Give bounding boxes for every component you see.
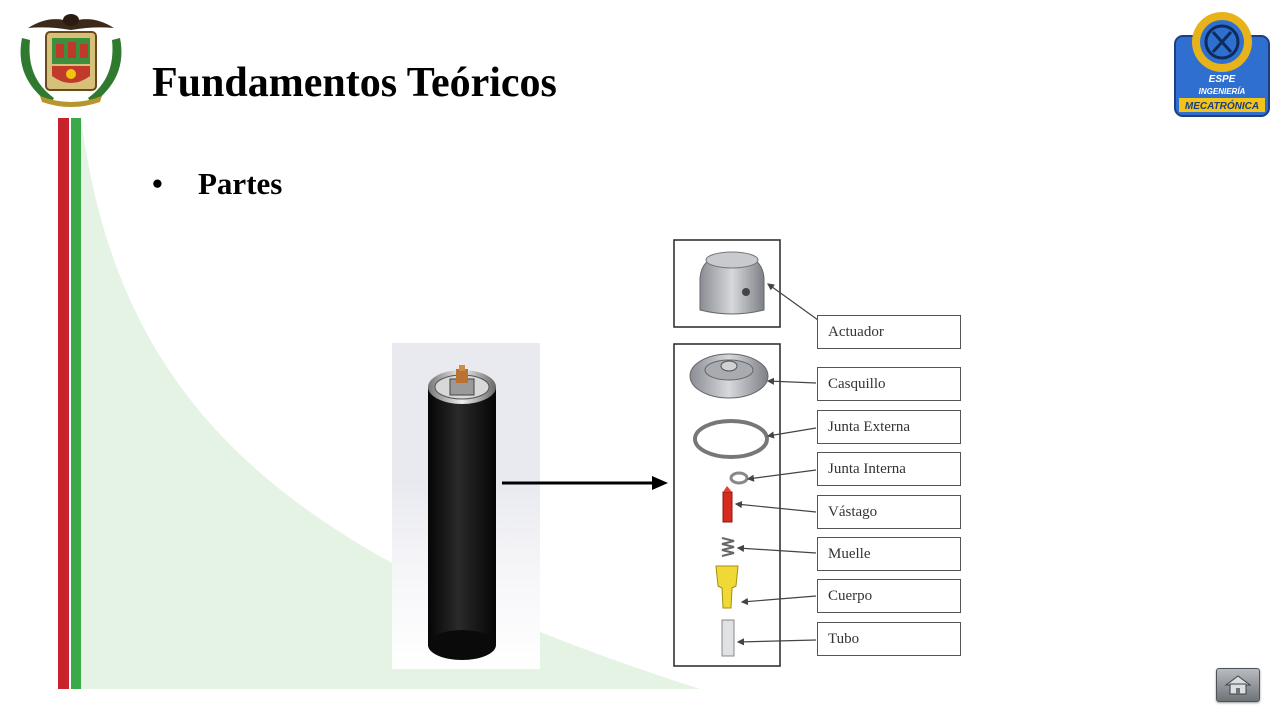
part-label-vastago: Vástago [817, 495, 961, 529]
white-stripe [69, 118, 71, 689]
espe-mecatronica-logo: ESPE INGENIERÍA MECATRÓNICA [1174, 12, 1270, 117]
bullet-dot: • [152, 166, 163, 201]
part-label-tubo: Tubo [817, 622, 961, 656]
part-label-casquillo: Casquillo [817, 367, 961, 401]
parts-diagram: Actuador Casquillo Junta Externa Junta I… [668, 236, 968, 668]
home-button[interactable] [1216, 668, 1260, 702]
part-label-junta-interna: Junta Interna [817, 452, 961, 486]
page-title: Fundamentos Teóricos [152, 60, 557, 106]
logo-text-ingenieria: INGENIERÍA [1199, 87, 1246, 96]
bullet-text: Partes [198, 166, 283, 201]
red-stripe [58, 118, 69, 689]
home-icon [1224, 675, 1252, 695]
aerosol-can-image [392, 343, 540, 669]
part-label-actuador: Actuador [817, 315, 961, 349]
bullet-item: • Partes [152, 166, 282, 202]
part-label-junta-externa: Junta Externa [817, 410, 961, 444]
logo-text-espe: ESPE [1209, 74, 1236, 85]
part-label-cuerpo: Cuerpo [817, 579, 961, 613]
coat-of-arms-logo [20, 14, 122, 107]
logo-text-mecatronica: MECATRÓNICA [1185, 99, 1259, 112]
arrow-icon [502, 476, 668, 490]
part-label-muelle: Muelle [817, 537, 961, 571]
green-stripe [71, 118, 81, 689]
